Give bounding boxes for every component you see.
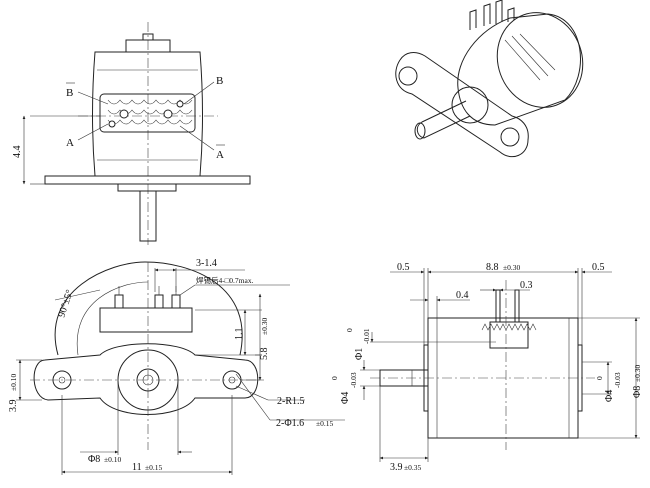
dim-3-9-left: 3.9	[8, 400, 19, 413]
phi4-right-label: Φ4	[604, 390, 615, 402]
phi4-left-tol-top: 0	[330, 376, 339, 380]
dim-5-8-tol: ±0.30	[260, 318, 269, 335]
isometric-view	[395, 0, 584, 158]
terminal-pitch-dim: 3-1.4	[196, 258, 217, 269]
angle-label: 90°±5°	[56, 288, 75, 319]
phi1-tol-bot: -0.01	[362, 328, 371, 344]
phi8-tol: ±0.30	[633, 365, 642, 382]
bore-label: Φ8	[88, 454, 100, 465]
pin-label-a: A	[66, 137, 74, 149]
pin-label-a-bar: A	[216, 149, 224, 161]
solder-note: 焊锡后4-□0.7max.	[196, 275, 254, 285]
holes-tol: ±0.15	[316, 419, 333, 428]
shaft-length: 3.9	[390, 462, 403, 473]
phi4-right-tol-top: 0	[595, 376, 604, 380]
phi8-label: Φ8	[632, 386, 643, 398]
dim-5-8: 5.8	[259, 348, 270, 361]
front-view	[22, 22, 251, 245]
phi4-left-label: Φ4	[340, 392, 351, 404]
bore-tol: ±0.10	[104, 455, 121, 464]
top-tab-width: 0.4	[456, 290, 469, 301]
width-label: 11	[132, 462, 142, 473]
top-body-length-tol: ±0.30	[503, 263, 520, 272]
top-body-length: 8.8	[486, 262, 499, 273]
top-pin-width: 0.3	[520, 280, 533, 291]
front-height-dim: 4.4	[12, 146, 23, 159]
pin-label-b: B	[216, 75, 223, 87]
pin-label-b-bar: B	[66, 87, 73, 99]
holes-label: 2-Φ1.6	[276, 418, 304, 429]
radius-label: 2-R1.5	[277, 396, 305, 407]
top-right-gap: 0.5	[592, 262, 605, 273]
width-tol: ±0.15	[145, 463, 162, 472]
side-view	[16, 261, 345, 475]
phi1-label: Φ1	[354, 348, 365, 360]
top-view	[360, 268, 640, 462]
phi4-left-tol-bot: -0.03	[349, 372, 358, 388]
dim-3-9-left-tol: ±0.10	[9, 374, 18, 391]
phi1-tol-top: 0	[345, 328, 354, 332]
top-left-gap: 0.5	[397, 262, 410, 273]
dim-1-1: 1.1	[234, 328, 245, 341]
shaft-length-tol: ±0.35	[404, 463, 421, 472]
phi4-right-tol-bot: -0.03	[613, 372, 622, 388]
